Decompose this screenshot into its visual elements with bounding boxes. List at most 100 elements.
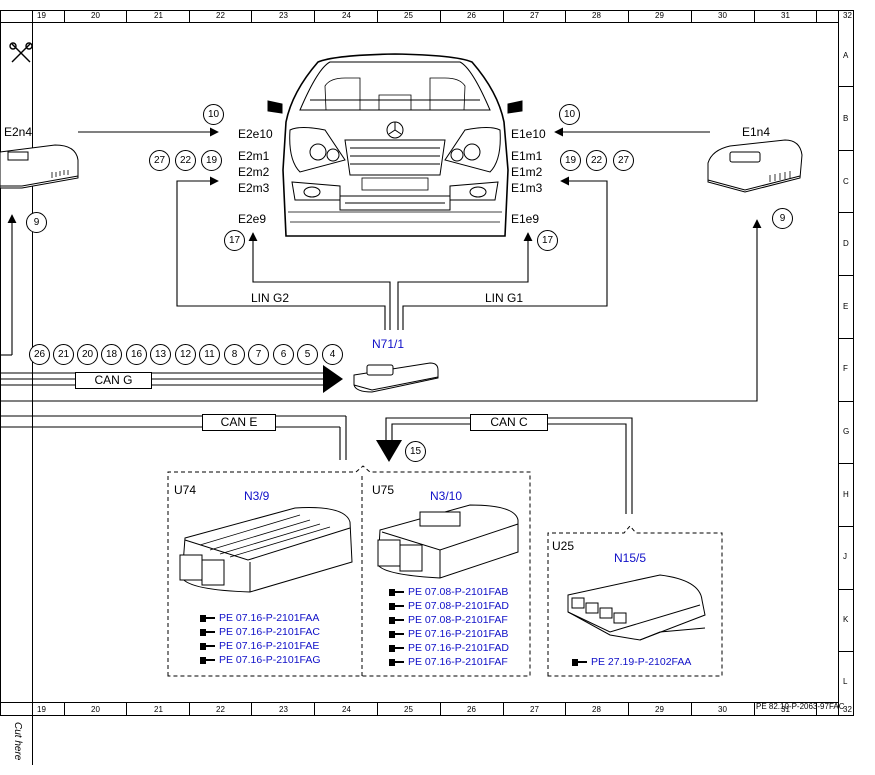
reference-hand-icon (389, 602, 404, 611)
can-c-label: CAN C (470, 414, 548, 431)
circle-ref-left-10: 10 (203, 104, 224, 125)
e1n4-control-unit-icon (707, 139, 803, 193)
reference-hand-icon (200, 642, 215, 651)
doc-link-u75-4[interactable]: PE 07.16-P-2101FAB (389, 629, 508, 640)
doc-link-u75-1[interactable]: PE 07.08-P-2101FAB (389, 587, 508, 598)
circle-ref-16: 16 (126, 344, 147, 365)
row-label-e: E (843, 302, 849, 311)
column-label-21: 21 (154, 11, 163, 20)
car-front-icon (267, 53, 523, 237)
column-label-bottom-22: 22 (216, 705, 225, 714)
n71-control-unit-icon (353, 362, 439, 393)
column-label-bottom-23: 23 (279, 705, 288, 714)
row-label-j: J (843, 552, 847, 561)
column-label-bottom-29: 29 (655, 705, 664, 714)
pin-e1m2: E1m2 (511, 165, 543, 179)
doc-link-text: PE 07.16-P-2101FAB (408, 628, 509, 640)
circle-ref-right-19: 19 (560, 150, 581, 171)
reference-hand-icon (200, 628, 215, 637)
column-label-26: 26 (467, 11, 476, 20)
reference-hand-icon (389, 588, 404, 597)
cut-here-label: Cut here (12, 722, 23, 761)
doc-link-u75-3[interactable]: PE 07.08-P-2101FAF (389, 615, 508, 626)
column-label-22: 22 (216, 11, 225, 20)
row-label-l: L (843, 677, 848, 686)
u75-label: U75 (372, 483, 395, 497)
circle-ref-right-10: 10 (559, 104, 580, 125)
column-label-bottom-19: 19 (37, 705, 46, 714)
column-label-24: 24 (342, 11, 351, 20)
row-label-f: F (843, 364, 848, 373)
circle-ref-right-17: 17 (537, 230, 558, 251)
reference-hand-icon (389, 616, 404, 625)
circle-ref-left-17: 17 (224, 230, 245, 251)
circle-ref-right-22: 22 (586, 150, 607, 171)
pin-e1e10: E1e10 (511, 127, 546, 141)
circle-ref-15: 15 (405, 441, 426, 462)
column-label-28: 28 (592, 11, 601, 20)
doc-link-u74-2[interactable]: PE 07.16-P-2101FAC (200, 627, 320, 638)
doc-link-text: PE 07.08-P-2101FAD (408, 600, 509, 612)
pin-e2e10: E2e10 (238, 127, 273, 141)
doc-link-text: PE 07.08-P-2101FAB (408, 586, 509, 598)
pin-e1m1: E1m1 (511, 149, 543, 163)
lin-g1-label: LIN G1 (485, 291, 524, 305)
can-g-arrowhead (323, 365, 343, 393)
e2n4-control-unit-icon (0, 144, 79, 189)
reference-hand-icon (389, 630, 404, 639)
circle-ref-left-27: 27 (149, 150, 170, 171)
doc-link-text: PE 07.16-P-2101FAF (408, 656, 508, 668)
column-ruler-ticks (64, 10, 854, 716)
reference-hand-icon (200, 614, 215, 623)
row-label-g: G (843, 427, 850, 436)
n310-engine-control-unit-icon (377, 504, 519, 579)
column-label-bottom-30: 30 (718, 705, 727, 714)
e2n4-label: E2n4 (4, 125, 33, 139)
column-label-29: 29 (655, 11, 664, 20)
column-label-19: 19 (37, 11, 46, 20)
sheet-frame (0, 10, 854, 765)
column-label-bottom-32: 32 (843, 705, 852, 714)
doc-link-text: PE 07.16-P-2101FAC (219, 626, 320, 638)
doc-link-text: PE 07.08-P-2101FAF (408, 614, 508, 626)
module-boxes (167, 465, 723, 677)
column-label-bottom-21: 21 (154, 705, 163, 714)
column-label-bottom-27: 27 (530, 705, 539, 714)
circle-ref-21: 21 (53, 344, 74, 365)
doc-link-u75-2[interactable]: PE 07.08-P-2101FAD (389, 601, 509, 612)
pin-e2e9: E2e9 (238, 212, 267, 226)
circle-ref-right-9: 9 (772, 208, 793, 229)
column-label-30: 30 (718, 11, 727, 20)
reference-hand-icon (389, 644, 404, 653)
circle-ref-right-27: 27 (613, 150, 634, 171)
doc-link-u75-6[interactable]: PE 07.16-P-2101FAF (389, 657, 508, 668)
row-label-b: B (843, 114, 849, 123)
doc-link-u74-1[interactable]: PE 07.16-P-2101FAA (200, 613, 319, 624)
column-label-bottom-25: 25 (404, 705, 413, 714)
column-label-20: 20 (91, 11, 100, 20)
u74-label: U74 (174, 483, 197, 497)
drawing-reference-code: PE 82.10-P-2063-97FAC (756, 702, 845, 711)
circle-ref-7: 7 (248, 344, 269, 365)
reference-hand-icon (572, 658, 587, 667)
doc-link-u75-5[interactable]: PE 07.16-P-2101FAD (389, 643, 509, 654)
circle-ref-13: 13 (150, 344, 171, 365)
scissors-icon (9, 42, 33, 63)
n310-label: N3/10 (430, 489, 463, 503)
column-label-23: 23 (279, 11, 288, 20)
circle-ref-20: 20 (77, 344, 98, 365)
u25-label: U25 (552, 539, 575, 553)
can-e-label: CAN E (202, 414, 276, 431)
doc-link-u74-3[interactable]: PE 07.16-P-2101FAE (200, 641, 319, 652)
circle-ref-26: 26 (29, 344, 50, 365)
lin-g2-label: LIN G2 (251, 291, 290, 305)
circle-ref-8: 8 (224, 344, 245, 365)
doc-link-text: PE 27.19-P-2102FAA (591, 656, 692, 668)
column-label-31: 31 (781, 11, 790, 20)
doc-link-u74-4[interactable]: PE 07.16-P-2101FAG (200, 655, 321, 666)
reference-hand-icon (389, 658, 404, 667)
row-label-k: K (843, 615, 849, 624)
doc-link-u25-1[interactable]: PE 27.19-P-2102FAA (572, 657, 691, 668)
pin-e2m2: E2m2 (238, 165, 270, 179)
